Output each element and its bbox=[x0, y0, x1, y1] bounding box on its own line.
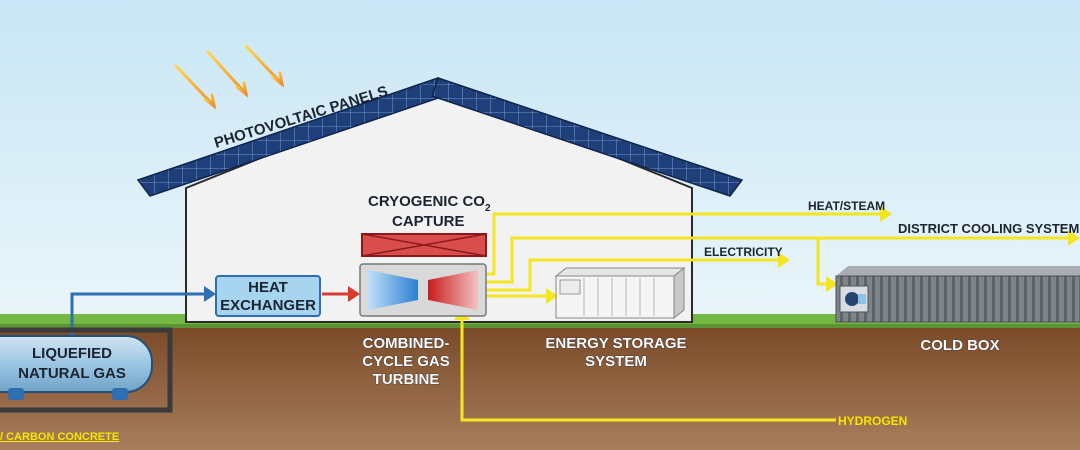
sun-ray-arrow-icon bbox=[174, 44, 285, 110]
electricity-label: ELECTRICITY bbox=[704, 245, 783, 259]
carbon-concrete-label: / CARBON CONCRETE bbox=[0, 431, 119, 443]
cold-box-container-icon bbox=[835, 266, 1080, 323]
heat-exchanger-box bbox=[215, 275, 321, 317]
turbine-icon bbox=[359, 263, 487, 317]
ground bbox=[0, 326, 1080, 450]
battery-cabinet-icon bbox=[554, 266, 686, 320]
lng-label-line2: NATURAL GAS bbox=[18, 365, 126, 382]
cryogenic-label-line1: CRYOGENIC CO2 bbox=[368, 193, 491, 214]
lng-label-line1: LIQUEFIED bbox=[32, 345, 112, 362]
hydrogen-label: HYDROGEN bbox=[838, 414, 907, 428]
cold-box-label: COLD BOX bbox=[920, 337, 999, 354]
cryogenic-capture-unit bbox=[361, 233, 487, 257]
cryogenic-label-line2: CAPTURE bbox=[392, 213, 465, 230]
lng-tank-icon bbox=[0, 327, 173, 413]
district-cooling-label: DISTRICT COOLING SYSTEM bbox=[898, 221, 1079, 236]
turbine-label-line2: CYCLE GAS bbox=[362, 353, 450, 370]
storage-label-line1: ENERGY STORAGE bbox=[545, 335, 686, 352]
flow-lines-yellow bbox=[460, 212, 1076, 422]
gas-line bbox=[70, 292, 206, 342]
solar-roof-right bbox=[431, 77, 744, 197]
heat-exchanger-label-line2: EXCHANGER bbox=[220, 297, 316, 314]
heat-steam-label: HEAT/STEAM bbox=[808, 199, 885, 213]
heat-exchanger-label-line1: HEAT bbox=[248, 279, 288, 296]
turbine-label-line1: COMBINED- bbox=[363, 335, 450, 352]
storage-label-line2: SYSTEM bbox=[585, 353, 647, 370]
turbine-label-line3: TURBINE bbox=[373, 371, 440, 388]
